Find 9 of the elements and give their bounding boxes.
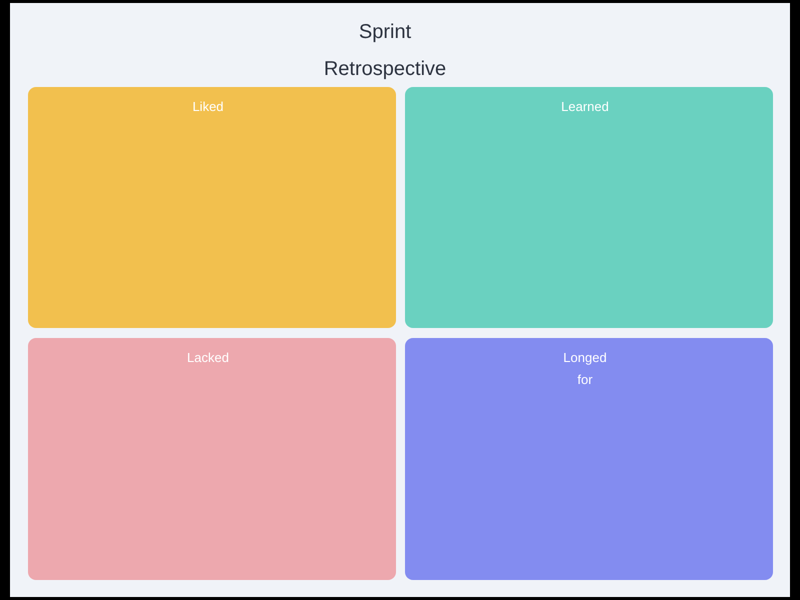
category-panel	[405, 87, 773, 328]
panel-heading: Lacked	[186, 349, 230, 367]
category-panel	[28, 338, 396, 580]
category-panel	[28, 87, 396, 328]
category-panel	[405, 338, 773, 580]
diagram-title: Sprint Retrospective	[322, 20, 448, 82]
panel-heading: Longed for	[562, 349, 608, 389]
panel-heading: Learned	[560, 98, 610, 116]
panel-heading: Liked	[191, 98, 225, 116]
